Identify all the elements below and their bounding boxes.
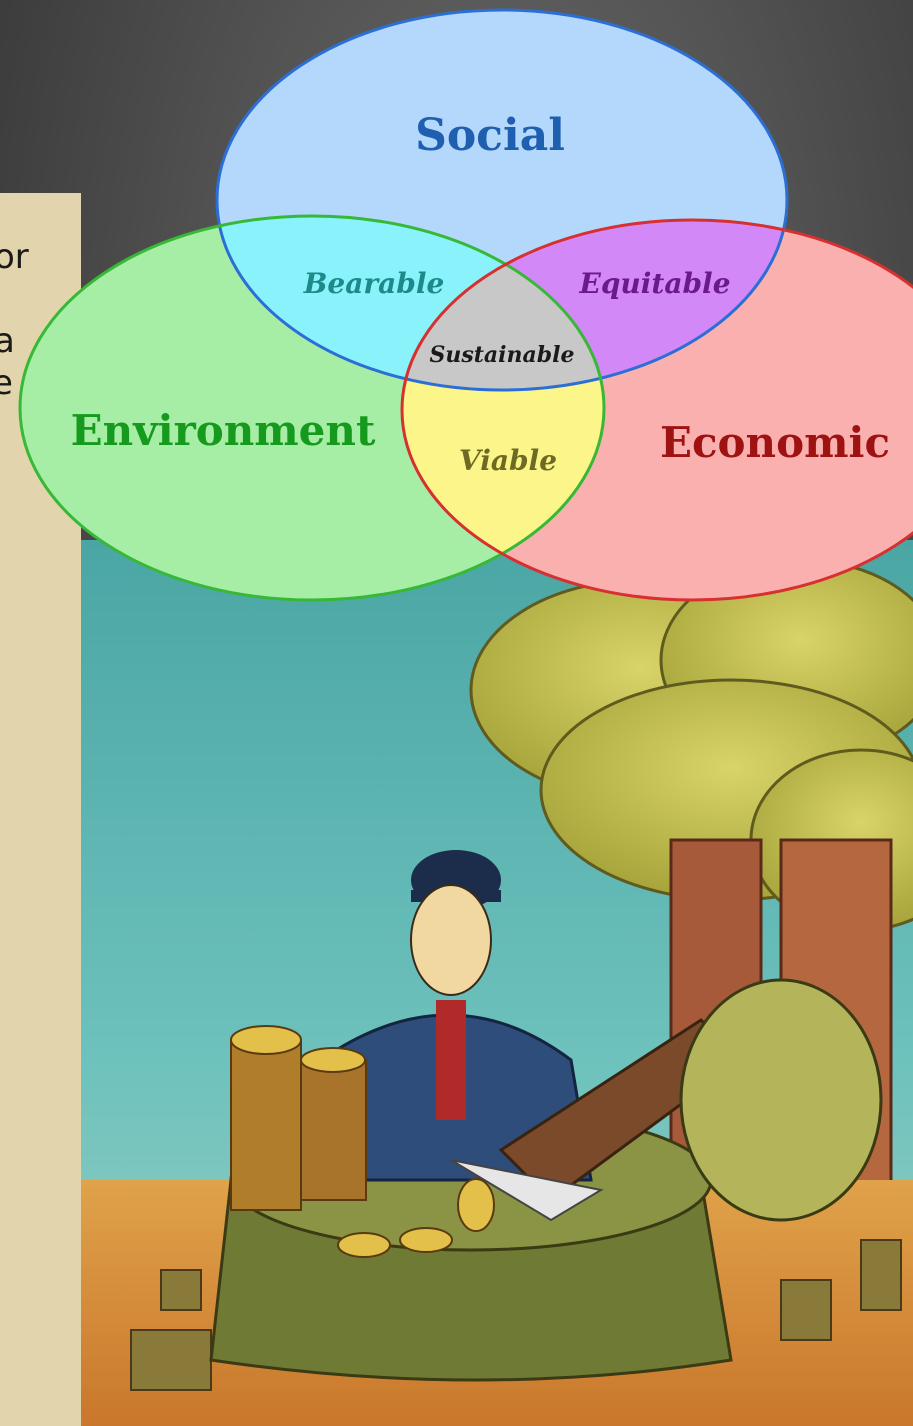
label-viable: Viable [459,444,557,477]
label-sustainable: Sustainable [429,342,574,368]
environment-outline [18,214,606,602]
label-bearable: Bearable [303,267,445,300]
sustainable-overlap [402,220,604,390]
label-economic: Economic [660,418,890,467]
label-equitable: Equitable [578,267,730,300]
economic-outline [400,218,913,602]
label-social: Social [415,110,565,161]
coin-stacks [230,1025,367,1211]
label-environment: Environment [71,406,376,455]
sustainability-venn-diagram: Social Environment Economic Bearable Equ… [18,8,913,602]
knife [450,1159,604,1222]
coin-slices [337,1178,495,1258]
side-text-line-1: or [0,237,29,277]
side-text-line-2: a [0,321,15,361]
tree-cross-section [679,978,883,1222]
illustration-image [81,540,913,1426]
tree-stumps [130,1239,902,1391]
social-outline [215,8,789,392]
side-text-line-3: e [0,363,13,403]
